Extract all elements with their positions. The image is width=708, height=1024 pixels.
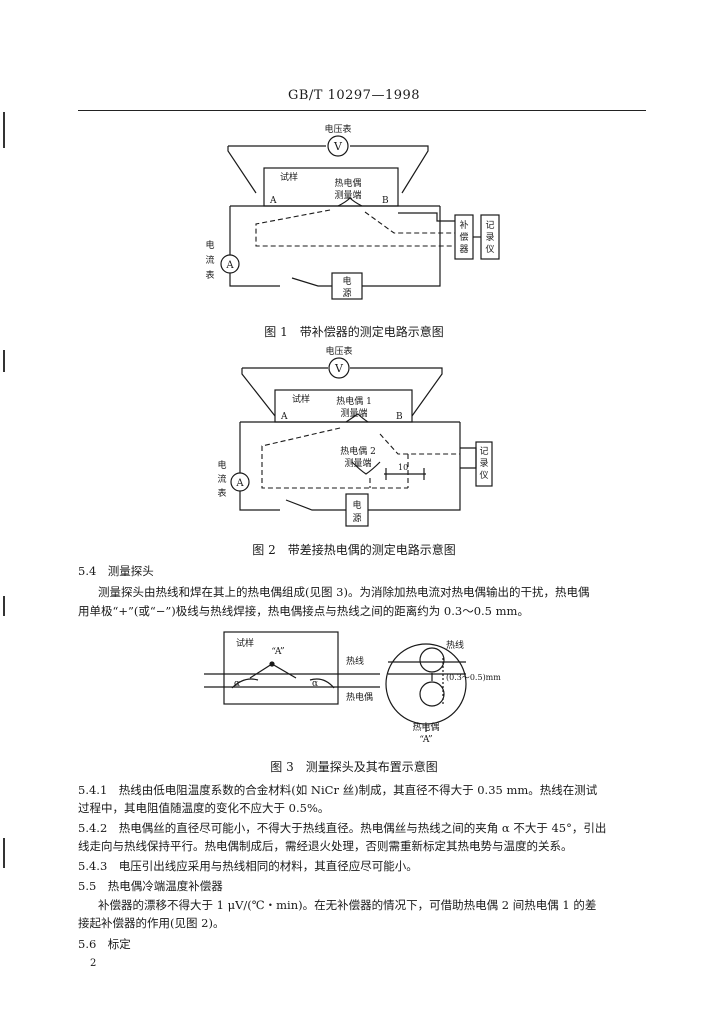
figure-2-diagram: V 电压表 试样 热电偶 1 测量端 A B 热电偶 2 测量端 10 A 电 …: [217, 345, 493, 527]
figure-1-caption: 图 1 带补偿器的测定电路示意图: [264, 325, 444, 339]
svg-text:仪: 仪: [485, 244, 494, 255]
svg-text:“A”: “A”: [271, 646, 284, 657]
ammeter-icon: [230, 472, 250, 492]
meter-label: 电 流 表: [217, 459, 226, 499]
sample-label: 试样: [292, 393, 310, 405]
dimension-label: (0.3～0.5)mm: [446, 673, 501, 682]
svg-text:B: B: [396, 412, 403, 422]
page-number: 2: [90, 958, 97, 969]
switch: [285, 499, 346, 511]
paragraph-5-5: 补偿器的漂移不得大于 1 μV/(℃・min)。在无补偿器的情况下，可借助热电偶…: [98, 898, 597, 912]
figure-1-diagram: V 电压表 试样 热电偶 测量端 A B A 电 流 表 电 源 补 偿 器 记…: [205, 123, 500, 300]
section-5-4-text: 用单极“+”(或“−”)极线与热线焊接，热电偶接点与热线之间的距离约为 0.3～…: [78, 604, 529, 618]
svg-text:电: 电: [342, 275, 351, 287]
power-label: 电 源: [342, 275, 351, 299]
svg-text:表: 表: [205, 269, 214, 281]
paragraph-5-5: 接起补偿器的作用(见图 2)。: [78, 916, 225, 930]
page-header: GB/T 10297—1998: [287, 88, 421, 103]
power-label: 电 源: [352, 499, 361, 524]
paragraph-5-4-2: 线走向与热线保持平行。热电偶制成后，需经退火处理，否则需重新标定其热电势与温度的…: [78, 839, 573, 853]
svg-text:电: 电: [352, 499, 361, 511]
svg-text:热电偶 1: 热电偶 1: [336, 395, 372, 407]
svg-text:V: V: [334, 362, 344, 375]
svg-text:源: 源: [342, 288, 351, 299]
figure-3-caption: 图 3 测量探头及其布置示意图: [270, 760, 438, 774]
figure-3-diagram: 试样 “A” 热线 α α 热电偶 热线 (0.3～0.5)mm 热电偶 “A”: [204, 631, 501, 745]
recorder-box: [480, 214, 500, 260]
sample-box: [223, 631, 339, 705]
svg-text:热电偶 2: 热电偶 2: [340, 445, 376, 457]
svg-text:电: 电: [205, 239, 214, 251]
svg-text:α: α: [312, 679, 318, 689]
svg-text:记: 记: [479, 446, 488, 457]
tc-dashed-lead: [255, 209, 455, 247]
svg-text:测量端: 测量端: [334, 189, 361, 201]
paragraph-5-4-3: 5.4.3 电压引出线应采用与热线相同的材料，其直径应尽可能小。: [78, 859, 418, 873]
svg-text:热线: 热线: [446, 639, 464, 651]
svg-text:记: 记: [485, 220, 494, 231]
svg-text:“A”: “A”: [419, 734, 432, 745]
binder-mark: [3, 838, 5, 868]
compensator-label: 补 偿 器: [459, 219, 468, 255]
header-rule: [78, 110, 646, 111]
voltmeter-label: 电压表: [325, 345, 352, 357]
svg-text:A: A: [225, 260, 234, 271]
section-5-4-text: 测量探头由热线和焊在其上的热电偶组成(见图 3)。为消除加热电流对热电偶输出的干…: [98, 585, 590, 599]
recorder-box: [475, 441, 493, 487]
voltmeter-lead-right: [350, 145, 429, 194]
thermocouple-label: 热电偶: [346, 691, 373, 703]
svg-text:测量端: 测量端: [344, 457, 371, 469]
svg-text:源: 源: [352, 513, 361, 524]
heating-circuit-left: [229, 206, 280, 287]
binder-mark: [3, 350, 5, 372]
svg-text:流: 流: [205, 254, 214, 266]
svg-text:流: 流: [217, 473, 226, 485]
paragraph-5-4-2: 5.4.2 热电偶丝的直径尽可能小，不得大于热线直径。热电偶丝与热线之间的夹角 …: [78, 821, 607, 835]
svg-text:热电偶: 热电偶: [334, 177, 361, 189]
svg-text:补: 补: [459, 219, 468, 231]
voltmeter-icon: [328, 357, 350, 379]
svg-text:仪: 仪: [479, 470, 488, 481]
sample-label: 试样: [280, 171, 298, 183]
recorder-label: 记 录 仪: [485, 220, 494, 255]
svg-text:A: A: [235, 478, 244, 489]
svg-text:偿: 偿: [459, 231, 468, 243]
binder-mark: [3, 596, 5, 616]
figure-2-caption: 图 2 带差接热电偶的测定电路示意图: [252, 543, 456, 557]
svg-text:测量端: 测量端: [340, 407, 367, 419]
svg-text:器: 器: [459, 244, 468, 255]
section-5-5-heading: 5.5 热电偶冷端温度补偿器: [78, 879, 223, 893]
tc-junction: [337, 197, 363, 207]
svg-text:B: B: [382, 196, 389, 206]
tc2-junction: [351, 461, 381, 475]
section-5-4-heading: 5.4 测量探头: [78, 564, 154, 578]
switch: [291, 277, 332, 287]
section-5-6-heading: 5.6 标定: [78, 937, 131, 951]
recorder-label: 记 录 仪: [479, 446, 488, 481]
ammeter-icon: [220, 254, 240, 274]
binder-mark: [3, 112, 5, 148]
svg-text:热电偶: 热电偶: [412, 721, 439, 733]
voltmeter-lead-left: [227, 146, 257, 194]
svg-text:10: 10: [398, 463, 408, 472]
ammeter-label: 电 流 表: [205, 239, 214, 281]
svg-text:α: α: [234, 679, 240, 689]
voltmeter-label: 电压表: [324, 123, 351, 135]
svg-text:A: A: [280, 412, 288, 422]
paragraph-5-4-1: 5.4.1 热线由低电阻温度系数的合金材料(如 NiCr 丝)制成，其直径不得大…: [78, 783, 598, 797]
svg-text:录: 录: [485, 232, 494, 243]
hot-wire-label: 热线: [346, 655, 364, 667]
paragraph-5-4-1: 过程中，其电阻值随温度的变化不应大于 0.5%。: [78, 801, 330, 815]
svg-text:电: 电: [217, 459, 226, 471]
voltmeter-icon: [327, 135, 349, 157]
svg-text:录: 录: [479, 458, 488, 469]
svg-text:表: 表: [217, 487, 226, 499]
sample-label: 试样: [236, 637, 254, 649]
svg-text:V: V: [333, 140, 343, 153]
svg-text:A: A: [269, 196, 277, 206]
